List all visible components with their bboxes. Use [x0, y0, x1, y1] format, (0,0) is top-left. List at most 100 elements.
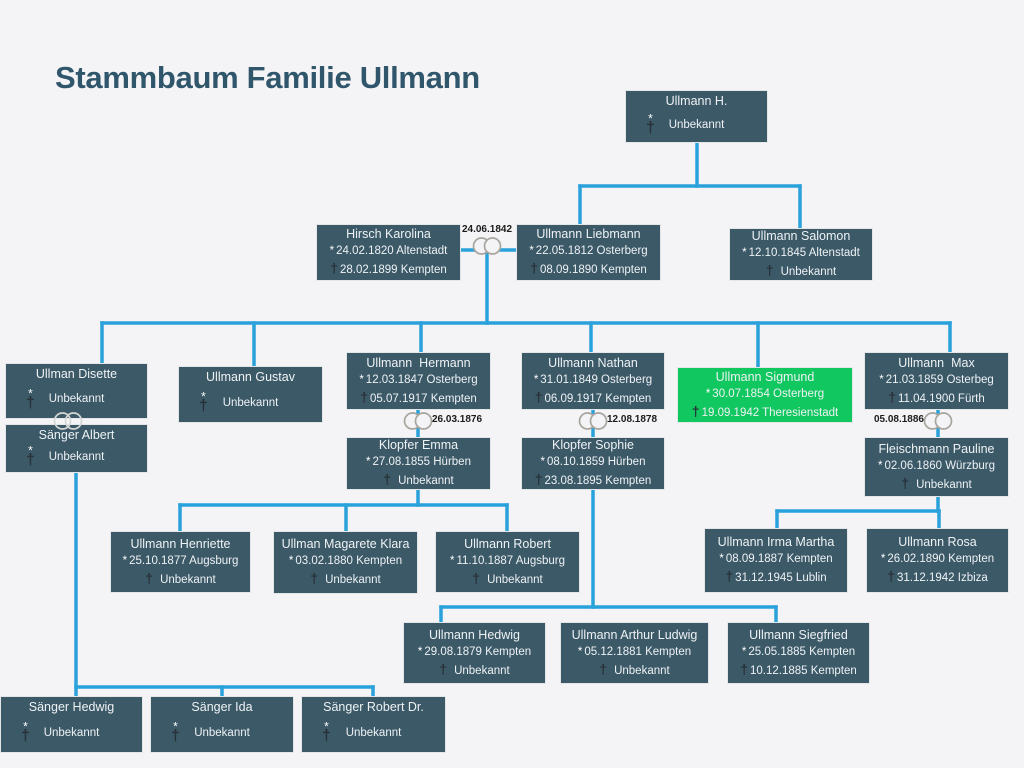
died-icon: † [599, 660, 608, 677]
born-icon: * [540, 456, 545, 468]
died-icon: † [901, 474, 910, 491]
person-box-ullmann-gustav[interactable]: Ullmann Gustav*†Unbekannt [178, 366, 323, 423]
person-name: Ullman Disette [35, 367, 118, 381]
unknown-label: Unbekannt [43, 726, 100, 739]
died-icon: † [199, 397, 208, 415]
birth-line: *30.07.1854 Osterberg [706, 386, 824, 403]
person-dates: *† Unbekannt [183, 386, 318, 420]
person-box-klopfer-sophie[interactable]: Klopfer Sophie*08.10.1859 Hürben†23.08.1… [521, 437, 665, 490]
person-box-ullmann-hermann[interactable]: Ullmann Hermann *12.03.1847 Osterberg†05.… [346, 352, 491, 410]
died-icon: † [472, 569, 481, 586]
person-name: Ullmann Robert [464, 536, 551, 551]
person-box-hirsch-karolina[interactable]: Hirsch Karolina *24.02.1820 Altenstadt †28… [316, 224, 461, 281]
person-box-saenger-robert-dr[interactable]: Sänger Robert Dr.*†Unbekannt [301, 696, 446, 753]
marriage-date: 24.06.1842 [461, 224, 513, 235]
birth-line: *08.10.1859 Hürben [541, 454, 646, 471]
unknown-label: Unbekannt [48, 450, 105, 463]
death-text: 05.07.1917 Kempten [370, 392, 477, 405]
death-text: 08.09.1890 Kempten [540, 264, 647, 276]
person-box-ullmann-max[interactable]: Ullmann Max*21.03.1859 Osterbeg†11.04.19… [864, 352, 1009, 410]
person-name: Ullmann Siegfried [749, 627, 848, 642]
unknown-label: Unbekannt [222, 396, 279, 409]
death-text: Unbekannt [160, 573, 216, 586]
birth-text: 26.02.1890 Kempten [887, 553, 995, 565]
death-line: †05.07.1917 Kempten [360, 389, 477, 408]
person-box-ullman-disette[interactable]: Ullman Disette*† Unbekannt [5, 363, 148, 419]
person-box-ullmann-henriette[interactable]: Ullmann Henriette*25.10.1877 Augsburg†Un… [110, 531, 251, 593]
died-icon: † [439, 660, 448, 677]
person-box-ullmann-h[interactable]: Ullmann H.*†Unbekannt [625, 90, 768, 143]
death-text: 23.08.1895 Kempten [544, 475, 652, 487]
death-text: 31.12.1945 Lublin [735, 572, 827, 584]
person-dates: *†Unbekannt [5, 716, 138, 750]
born-icon: * [201, 389, 206, 404]
death-line: † Unbekannt [383, 471, 453, 490]
person-box-ullmann-arthur-ludwig[interactable]: Ullmann Arthur Ludwig*05.12.1881 Kempten… [560, 622, 709, 684]
birth-text: 24.02.1820 Altenstadt [336, 245, 448, 257]
person-box-ullmann-robert[interactable]: Ullmann Robert*11.10.1887 Augsburg†Unbek… [435, 531, 580, 593]
born-icon: * [288, 555, 294, 567]
person-box-fleischmann-pauline[interactable]: Fleischmann Pauline*02.06.1860 Würzburg†… [864, 437, 1009, 497]
born-died-icons: *† [26, 387, 35, 411]
person-name: Sänger Robert Dr. [323, 700, 424, 714]
person-box-saenger-ida[interactable]: Sänger Ida*†Unbekannt [150, 696, 294, 753]
birth-line: *03.02.1880 Kempten [289, 553, 402, 570]
person-name: Ullmann Nathan [548, 355, 638, 370]
death-line: †Unbekannt [599, 661, 669, 680]
birth-text: 08.09.1887 Kempten [725, 553, 833, 565]
born-icon: * [533, 373, 539, 386]
birth-line: *08.09.1887 Kempten [719, 551, 832, 568]
person-box-klopfer-emma[interactable]: Klopfer Emma *27.08.1855 Hürben† Unbekannt [346, 437, 491, 490]
marriage-date: 05.08.1886 [873, 414, 924, 425]
born-icon: * [529, 245, 534, 257]
person-box-ullman-magarete-klara[interactable]: Ullman Magarete Klara*03.02.1880 Kempten… [273, 531, 418, 594]
born-icon: * [122, 554, 128, 567]
person-box-saenger-albert[interactable]: Sänger Albert*†Unbekannt [5, 424, 148, 473]
died-icon: † [725, 568, 734, 584]
birth-line: *27.08.1855 Hürben [366, 454, 471, 471]
birth-text: 03.02.1880 Kempten [295, 555, 403, 567]
person-box-ullmann-sigmund[interactable]: Ullmann Sigmund*30.07.1854 Osterberg†19.… [677, 367, 853, 423]
person-box-ullmann-salomon[interactable]: Ullmann Salomon*12.10.1845 Altenstadt†Un… [729, 228, 873, 281]
person-name: Klopfer Emma [378, 438, 459, 452]
death-line: † Unbekannt [901, 475, 971, 494]
person-box-ullmann-rosa[interactable]: Ullmann Rosa*26.02.1890 Kempten†31.12.19… [866, 528, 1009, 593]
death-line: †31.12.1942 Izbiza [887, 568, 988, 587]
birth-text: 08.10.1859 Hürben [547, 456, 646, 468]
person-name: Ullmann Hedwig [428, 627, 520, 642]
person-box-ullmann-hedwig[interactable]: Ullmann Hedwig*29.08.1879 Kempten†Unbeka… [403, 622, 546, 684]
died-icon: † [383, 471, 392, 487]
person-box-saenger-hedwig[interactable]: Sänger Hedwig*†Unbekannt [0, 696, 143, 753]
person-name: Ullmann Arthur Ludwig [571, 627, 698, 642]
unknown-label: Unbekannt [48, 393, 105, 405]
birth-text: 29.08.1879 Kempten [424, 645, 532, 658]
born-icon: * [329, 245, 335, 257]
person-box-ullmann-liebmann[interactable]: Ullmann Liebmann*22.05.1812 Osterberg†08… [516, 224, 661, 281]
person-box-ullmann-siegfried[interactable]: Ullmann Siegfried*25.05.1885 Kempten†10.… [727, 622, 870, 684]
person-name: Hirsch Karolina [346, 227, 431, 241]
born-died-icons: *† [646, 113, 655, 137]
death-line: †31.12.1945 Lublin [725, 568, 826, 587]
death-text: Unbekannt [916, 478, 972, 491]
birth-line: *31.01.1849 Osterberg [534, 372, 652, 389]
unknown-label: Unbekannt [668, 118, 725, 131]
death-line: †Unbekannt [439, 661, 509, 680]
death-text: Unbekannt [398, 475, 454, 487]
died-icon: † [322, 727, 331, 745]
death-line: †28.02.1899 Kempten [330, 260, 447, 279]
person-box-ullmann-irma-martha[interactable]: Ullmann Irma Martha*08.09.1887 Kempten†3… [704, 528, 848, 593]
birth-text: 05.12.1881 Kempten [584, 645, 692, 658]
died-icon: † [26, 451, 35, 469]
birth-line: *22.05.1812 Osterberg [529, 243, 647, 260]
birth-line: *12.03.1847 Osterberg [359, 372, 477, 389]
birth-text: 12.10.1845 Altenstadt [748, 247, 860, 259]
birth-line: *25.10.1877 Augsburg [123, 553, 239, 570]
person-name: Ullmann Sigmund [715, 369, 815, 384]
birth-text: 02.06.1860 Würzburg [884, 459, 996, 472]
person-name: Ullmann Hermann [366, 355, 471, 370]
death-text: 28.02.1899 Kempten [340, 264, 447, 276]
born-icon: * [28, 443, 33, 458]
died-icon: † [646, 119, 655, 137]
person-box-ullmann-nathan[interactable]: Ullmann Nathan*31.01.1849 Osterberg†06.0… [521, 352, 665, 410]
